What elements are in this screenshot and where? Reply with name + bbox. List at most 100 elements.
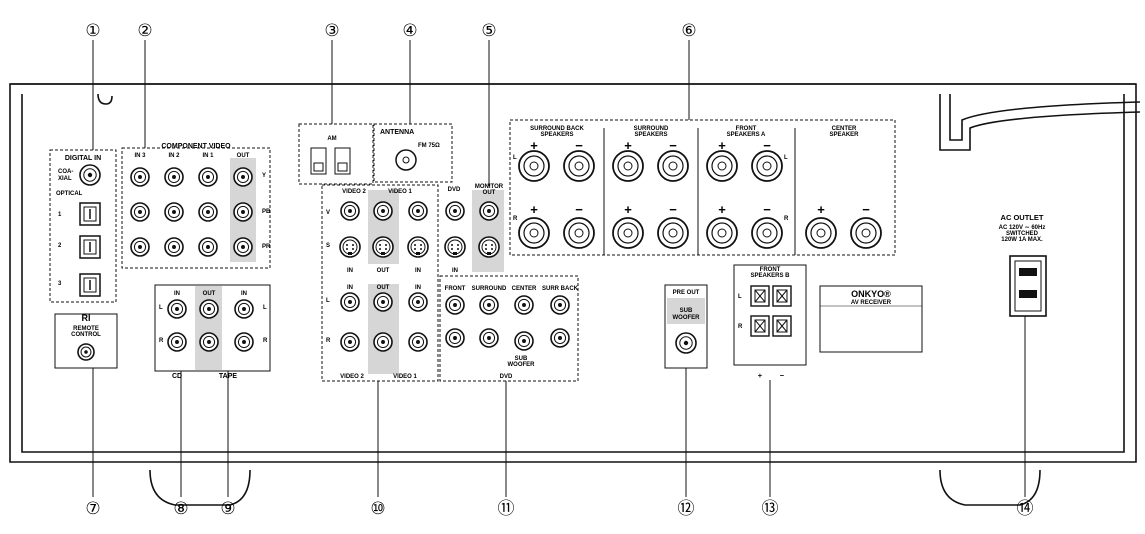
ac-outlet-socket[interactable] [1009, 255, 1047, 317]
speaker-post-g2-p1-r[interactable] [751, 217, 783, 249]
speaker-post-g2-p0-r[interactable] [706, 217, 738, 249]
dvd-audio-top-jack-1[interactable] [479, 295, 499, 315]
cd-tape-jack-c2-r1[interactable] [234, 332, 254, 352]
ac-spec-2: SWITCHED [1006, 231, 1039, 237]
component-pr-label: PR [262, 244, 271, 250]
cd-tape-jack-c0-r0[interactable] [167, 299, 187, 319]
coaxial-jack[interactable] [79, 164, 101, 186]
component-jack-c3-r2[interactable] [233, 237, 253, 257]
dvd-audio-top-jack-3[interactable] [550, 295, 570, 315]
callout-6: ⑥ [681, 21, 697, 120]
callout-5: ⑤ [481, 21, 497, 186]
cd-tape-jack-c0-r1[interactable] [167, 332, 187, 352]
minus-mark-bottom-1: − [669, 202, 677, 217]
component-jack-c0-r2[interactable] [130, 237, 150, 257]
speaker-post-g1-p0-r[interactable] [612, 217, 644, 249]
video-audio-jack-c0-r1[interactable] [340, 332, 360, 352]
optical-label: OPTICAL [56, 191, 83, 197]
dvd-subwoofer-jack[interactable] [514, 331, 534, 351]
front-b-clip-1[interactable] [772, 285, 792, 307]
speaker-post-g0-p1-l[interactable] [563, 150, 595, 182]
dvd-composite-jack[interactable] [445, 201, 465, 221]
video-audio-jack-c1-r1[interactable] [373, 332, 393, 352]
video-composite-jack-0[interactable] [340, 201, 360, 221]
speakers-section: SURROUND BACK SPEAKERS SURROUND SPEAKERS… [509, 119, 896, 256]
component-jack-c1-r2[interactable] [164, 237, 184, 257]
dvd-audio-bottom-jack-1[interactable] [479, 328, 499, 348]
component-jack-c1-r1[interactable] [164, 202, 184, 222]
plus-mark-top-2: + [718, 138, 726, 153]
pre-out-sub-1: SUB [680, 308, 693, 314]
component-jack-c3-r1[interactable] [233, 202, 253, 222]
dvd-audio-top-jack-0[interactable] [445, 295, 465, 315]
front-b-clip-0[interactable] [750, 285, 770, 307]
component-pb-label: PB [262, 209, 271, 215]
monitor-composite-jack[interactable] [479, 201, 499, 221]
cd-in-label: IN [174, 291, 180, 297]
pre-out-subwoofer-jack[interactable] [675, 332, 697, 354]
center-speaker-post-minus[interactable] [850, 217, 882, 249]
optical-3-jack[interactable] [79, 273, 101, 297]
plus-mark-top-1: + [624, 138, 632, 153]
video1-in-label: IN [415, 268, 421, 274]
video2-title: VIDEO 2 [342, 189, 366, 195]
brand-section: ONKYO® AV RECEIVER [819, 285, 923, 353]
dvd-s-jack[interactable] [444, 236, 466, 258]
cd-tape-jack-c2-r0[interactable] [234, 299, 254, 319]
monitor-out-label-2: OUT [483, 190, 496, 196]
video-s-jack-2[interactable] [407, 236, 429, 258]
component-jack-c3-r0[interactable] [233, 167, 253, 187]
speaker-post-g2-p1-l[interactable] [751, 150, 783, 182]
am-terminal-1[interactable] [310, 147, 327, 175]
component-jack-c0-r0[interactable] [130, 167, 150, 187]
callout-number-14: ⑭ [1017, 499, 1034, 518]
center-speaker-post-plus[interactable] [805, 217, 837, 249]
remote-control-jack[interactable] [77, 343, 95, 361]
surround-title-2: SPEAKERS [634, 132, 667, 138]
component-jack-c2-r0[interactable] [198, 167, 218, 187]
cd-tape-jack-c1-r1[interactable] [199, 332, 219, 352]
fm-antenna-jack[interactable] [395, 149, 417, 171]
speaker-post-g1-p0-l[interactable] [612, 150, 644, 182]
video-audio-jack-c0-r0[interactable] [340, 292, 360, 312]
video-composite-jack-2[interactable] [408, 201, 428, 221]
component-jack-c0-r1[interactable] [130, 202, 150, 222]
speaker-post-g1-p1-l[interactable] [657, 150, 689, 182]
component-jack-c2-r2[interactable] [198, 237, 218, 257]
surround-back-title-2: SPEAKERS [540, 132, 573, 138]
dvd-center-label: CENTER [512, 286, 537, 292]
front-b-clip-3[interactable] [772, 315, 792, 337]
optical-2-jack[interactable] [79, 235, 101, 259]
speaker-post-g2-p0-l[interactable] [706, 150, 738, 182]
component-jack-c1-r0[interactable] [164, 167, 184, 187]
dvd-audio-bottom-jack-0[interactable] [445, 328, 465, 348]
minus-mark-bottom-2: − [763, 202, 771, 217]
monitor-s-jack[interactable] [478, 236, 500, 258]
video-audio-jack-c2-r1[interactable] [408, 332, 428, 352]
center-minus-mark: − [862, 202, 870, 217]
video-audio-jack-c2-r0[interactable] [408, 292, 428, 312]
monitor-out-label-1: MONITOR [475, 184, 504, 190]
audio-video1-out-label: OUT [377, 285, 390, 291]
tape-label: TAPE [219, 373, 237, 380]
remote-label-2: CONTROL [71, 332, 101, 338]
speaker-post-g0-p1-r[interactable] [563, 217, 595, 249]
tape-in-label: IN [241, 291, 247, 297]
video-audio-jack-c1-r0[interactable] [373, 292, 393, 312]
component-jack-c2-r1[interactable] [198, 202, 218, 222]
dvd-audio-bottom-jack-2[interactable] [550, 328, 570, 348]
speaker-post-g0-p0-l[interactable] [518, 150, 550, 182]
video-s-jack-0[interactable] [339, 236, 361, 258]
am-terminal-2[interactable] [334, 147, 351, 175]
front-b-clip-2[interactable] [750, 315, 770, 337]
dvd-audio-top-jack-2[interactable] [514, 295, 534, 315]
speaker-post-g1-p1-r[interactable] [657, 217, 689, 249]
plus-mark-bottom-2: + [718, 202, 726, 217]
speaker-post-g0-p0-r[interactable] [518, 217, 550, 249]
video-s-jack-1[interactable] [372, 236, 394, 258]
optical-1-jack[interactable] [79, 202, 101, 226]
cd-tape-jack-c1-r0[interactable] [199, 299, 219, 319]
video-composite-jack-1[interactable] [373, 201, 393, 221]
